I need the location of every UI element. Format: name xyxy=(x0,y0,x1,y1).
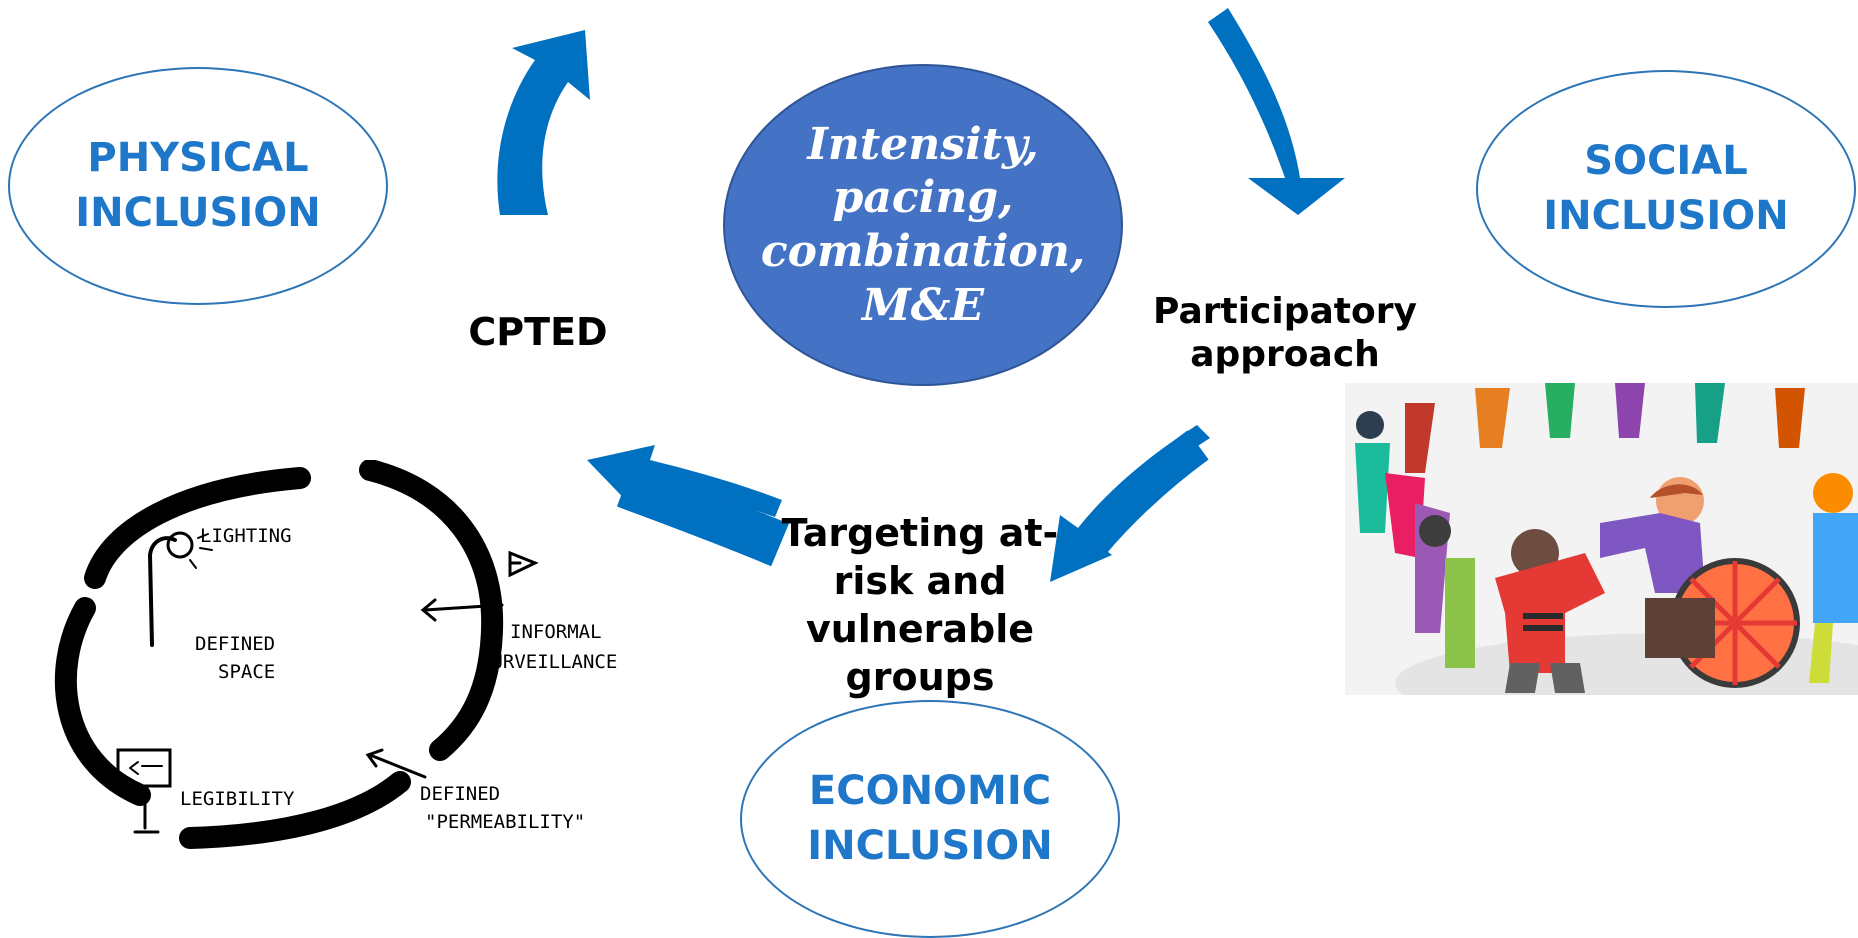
arrow-down-right xyxy=(1208,8,1345,215)
center-line-1: Intensity, xyxy=(807,118,1039,170)
sketch-arc-bottom xyxy=(179,771,411,849)
targeting-line-1: Targeting at- xyxy=(781,511,1059,555)
sketch-defined: DEFINED xyxy=(420,783,500,805)
lamp-post xyxy=(147,536,177,647)
sketch-arc-right xyxy=(359,460,504,761)
permeability-arrow-icon xyxy=(365,748,427,779)
economic-line-1: ECONOMIC xyxy=(808,767,1052,814)
sketch-surveillance: SURVEILLANCE xyxy=(480,651,617,673)
targeting-line-2: risk and xyxy=(833,558,1007,603)
participatory-line-1: Participatory xyxy=(1153,291,1417,332)
lamp-icon xyxy=(166,531,194,559)
targeting-line-4: groups xyxy=(845,654,995,699)
participatory-label: Participatory approach xyxy=(1140,290,1430,376)
sketch-arc-top xyxy=(84,467,311,589)
cpted-label: CPTED xyxy=(468,310,608,354)
figure-top-row xyxy=(1405,383,1805,473)
surveillance-arrow-icon xyxy=(420,598,504,622)
paper-people-illustration xyxy=(1345,383,1858,695)
center-line-2: pacing, xyxy=(832,172,1014,224)
cpted-sketch: LIGHTING DEFINED SPACE INFORMAL SURVEILL… xyxy=(54,460,617,849)
figure-left xyxy=(1355,411,1475,668)
social-inclusion-oval: SOCIAL INCLUSION xyxy=(1476,70,1856,308)
targeting-label: Targeting at- risk and vulnerable groups xyxy=(770,510,1070,702)
arrow-up-left xyxy=(497,30,590,215)
center-line-3: combination, xyxy=(760,226,1086,277)
sketch-defined-space-2: SPACE xyxy=(218,661,275,683)
sketch-permeability: "PERMEABILITY" xyxy=(425,811,585,833)
sketch-defined-space-1: DEFINED xyxy=(195,633,275,655)
economic-inclusion-oval: ECONOMIC INCLUSION xyxy=(740,700,1120,938)
figure-wheelchair xyxy=(1600,477,1800,688)
sketch-legibility: LEGIBILITY xyxy=(180,788,295,810)
social-line-1: SOCIAL xyxy=(1584,137,1748,184)
sketch-informal: INFORMAL xyxy=(510,621,602,643)
figure-red xyxy=(1495,529,1605,693)
economic-line-2: INCLUSION xyxy=(807,823,1053,869)
center-circle: Intensity, pacing, combination, M&E xyxy=(723,64,1123,386)
physical-line-1: PHYSICAL xyxy=(87,134,309,181)
physical-inclusion-oval: PHYSICAL INCLUSION xyxy=(8,67,388,305)
targeting-line-3: vulnerable xyxy=(805,606,1035,651)
figure-right xyxy=(1809,473,1858,683)
social-line-2: INCLUSION xyxy=(1543,193,1789,239)
sketch-lighting: LIGHTING xyxy=(200,525,292,547)
eye-icon xyxy=(508,550,539,578)
physical-line-2: INCLUSION xyxy=(75,190,321,236)
participatory-line-2: approach xyxy=(1190,334,1380,376)
sketch-arc-left xyxy=(54,597,151,806)
center-line-4: M&E xyxy=(862,279,984,331)
